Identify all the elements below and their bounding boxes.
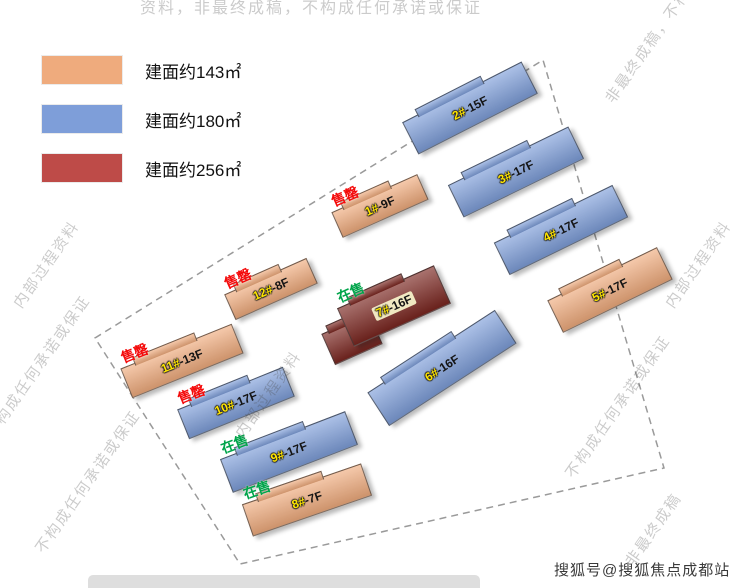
legend: 建面约143㎡ 建面约180㎡ 建面约256㎡ xyxy=(42,56,241,203)
building-4-label: 4#-17F xyxy=(540,215,582,245)
watermark-text: 资料，非最终成稿，不构成任何承诺或保证 xyxy=(140,0,483,17)
building-7-label: 7#-16F xyxy=(371,290,417,322)
source-credit: 搜狐号@搜狐焦点成都站 xyxy=(554,562,731,579)
bottom-strip xyxy=(88,575,480,588)
legend-label-180: 建面约180㎡ xyxy=(145,111,242,131)
building-2-label: 2#-15F xyxy=(449,93,491,123)
building-3-label: 3#-17F xyxy=(495,157,537,187)
legend-row-143: 建面约143㎡ xyxy=(42,56,241,84)
building-9-label: 9#-17F xyxy=(268,438,310,466)
building-1-label: 1#-9F xyxy=(362,193,398,219)
legend-swatch-256 xyxy=(42,154,122,182)
building-5-label: 5#-17F xyxy=(589,275,631,305)
building-8-label: 8#-7F xyxy=(289,488,325,512)
legend-swatch-143 xyxy=(42,56,122,84)
legend-label-256: 建面约256㎡ xyxy=(145,160,242,180)
legend-row-256: 建面约256㎡ xyxy=(42,154,241,182)
legend-row-180: 建面约180㎡ xyxy=(42,105,241,133)
building-11-label: 11#-13F xyxy=(158,346,206,376)
building-6-label: 6#-16F xyxy=(422,351,462,385)
legend-swatch-180 xyxy=(42,105,122,133)
legend-label-143: 建面约143㎡ xyxy=(145,62,242,82)
